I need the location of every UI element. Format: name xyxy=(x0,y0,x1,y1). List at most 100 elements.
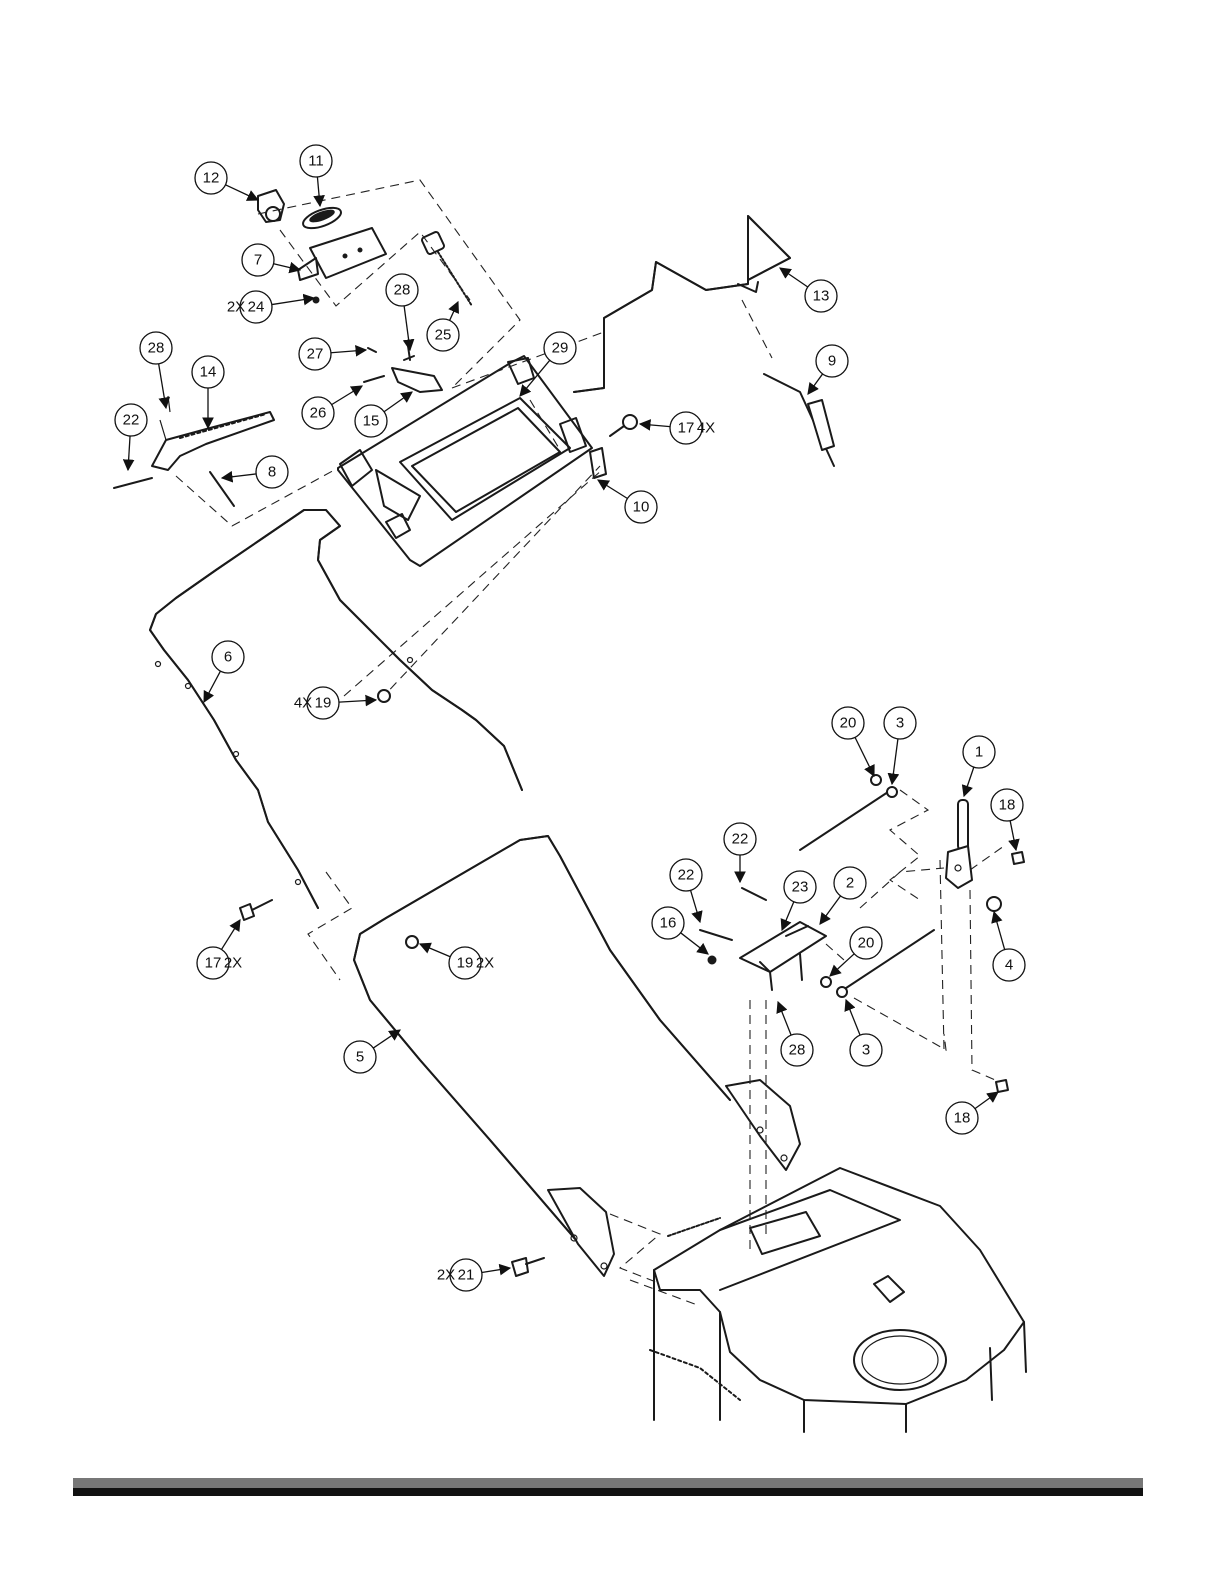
part-11-switch xyxy=(300,204,343,233)
part-18-bolt-lower xyxy=(996,1080,1008,1092)
callout-number: 20 xyxy=(858,935,875,952)
part-27-clip xyxy=(368,348,376,352)
callout-c7: 7 xyxy=(242,244,300,276)
callout-number: 27 xyxy=(307,346,324,363)
callout-number: 7 xyxy=(254,252,262,269)
callout-c22b: 22 xyxy=(724,823,756,882)
part-18-bolt-upper xyxy=(1012,852,1024,864)
callout-number: 17 xyxy=(205,955,222,972)
callout-c22a: 22 xyxy=(115,404,147,470)
callout-c5: 5 xyxy=(344,1030,400,1073)
callout-leader xyxy=(450,302,458,320)
callout-leader xyxy=(482,1268,510,1272)
callout-leader xyxy=(892,739,898,784)
callout-number: 20 xyxy=(840,715,857,732)
callout-number: 8 xyxy=(268,464,276,481)
part-3-washer-upper xyxy=(887,787,897,797)
callout-number: 28 xyxy=(148,340,165,357)
part-5-lower-handle xyxy=(354,836,800,1276)
callout-c3a: 3 xyxy=(884,707,916,784)
callout-c25: 25 xyxy=(427,302,459,351)
callout-leader xyxy=(820,896,841,924)
callout-c27: 27 xyxy=(299,338,366,370)
callout-c6: 6 xyxy=(204,641,244,702)
callout-number: 11 xyxy=(308,153,324,170)
part-19-nut-upper xyxy=(378,690,390,702)
callout-leader xyxy=(159,364,166,408)
callout-number: 1 xyxy=(975,744,983,761)
callout-number: 6 xyxy=(224,649,232,666)
callout-number: 25 xyxy=(435,327,452,344)
callout-leader xyxy=(640,424,670,427)
part-22-pin-a xyxy=(742,888,766,900)
callout-leader xyxy=(778,1002,791,1035)
callout-leader xyxy=(420,944,450,957)
part-16-screw xyxy=(708,956,716,964)
callout-c1: 1 xyxy=(963,736,995,796)
callout-c20a: 20 xyxy=(832,707,874,776)
callout-leader xyxy=(598,480,627,498)
callout-leader xyxy=(681,933,708,954)
callout-number: 23 xyxy=(792,879,809,896)
callout-leader xyxy=(331,350,366,353)
callout-c28c: 28 xyxy=(778,1002,813,1066)
callout-c11: 11 xyxy=(300,145,332,206)
callout-c10: 10 xyxy=(598,480,657,523)
part-13-bail xyxy=(574,216,790,392)
part-21-bolt xyxy=(512,1258,544,1276)
callout-number: 9 xyxy=(828,353,836,370)
callout-leader xyxy=(332,386,362,405)
callout-number: 10 xyxy=(633,499,650,516)
callout-quantity: 2X xyxy=(227,299,245,316)
callout-quantity: 4X xyxy=(294,695,312,712)
footer-rule xyxy=(73,1478,1143,1496)
part-29-control-panel xyxy=(338,356,606,566)
callout-number: 14 xyxy=(200,364,217,381)
callout-leader xyxy=(994,912,1005,950)
callout-leader xyxy=(222,474,256,478)
callout-leader xyxy=(204,671,220,702)
callout-leader xyxy=(128,436,130,470)
callout-number: 19 xyxy=(457,955,474,972)
part-26-pin xyxy=(364,376,384,382)
part-17-bolt-lower xyxy=(240,900,272,920)
part-14-grip xyxy=(152,396,274,470)
part-20-nut-lower xyxy=(821,977,831,987)
callout-leader xyxy=(373,1030,400,1048)
callout-number: 2 xyxy=(846,875,854,892)
callout-leader xyxy=(846,1000,860,1035)
callout-leader xyxy=(339,700,376,702)
callout-number: 22 xyxy=(732,831,749,848)
part-12-knob xyxy=(258,190,284,222)
callout-c26: 26 xyxy=(302,386,362,429)
callout-quantity: 2X xyxy=(437,1267,455,1284)
part-4-spring xyxy=(987,897,1001,911)
callout-number: 3 xyxy=(862,1042,870,1059)
callout-leader xyxy=(225,185,258,200)
part-9-cable xyxy=(764,374,834,466)
parts-artwork xyxy=(114,180,1026,1432)
part-19-nut-lower xyxy=(406,936,418,948)
callout-leader xyxy=(975,1092,998,1109)
callout-c4: 4 xyxy=(993,912,1025,981)
callout-leader xyxy=(808,374,823,394)
callout-number: 29 xyxy=(552,340,569,357)
callout-number: 28 xyxy=(394,282,411,299)
callout-number: 5 xyxy=(356,1049,364,1066)
callout-number: 18 xyxy=(999,797,1016,814)
callout-quantity: 4X xyxy=(697,420,715,437)
part-2-bracket xyxy=(740,922,826,990)
callout-number: 13 xyxy=(813,288,830,305)
part-22-pin-b xyxy=(700,930,732,940)
callout-number: 26 xyxy=(310,405,327,422)
callout-c12: 12 xyxy=(195,162,258,200)
callout-number: 22 xyxy=(678,867,695,884)
callout-leader xyxy=(830,954,854,976)
callout-quantity: 2X xyxy=(224,955,242,972)
callout-number: 21 xyxy=(458,1267,475,1284)
part-20-nut-upper xyxy=(871,775,881,785)
